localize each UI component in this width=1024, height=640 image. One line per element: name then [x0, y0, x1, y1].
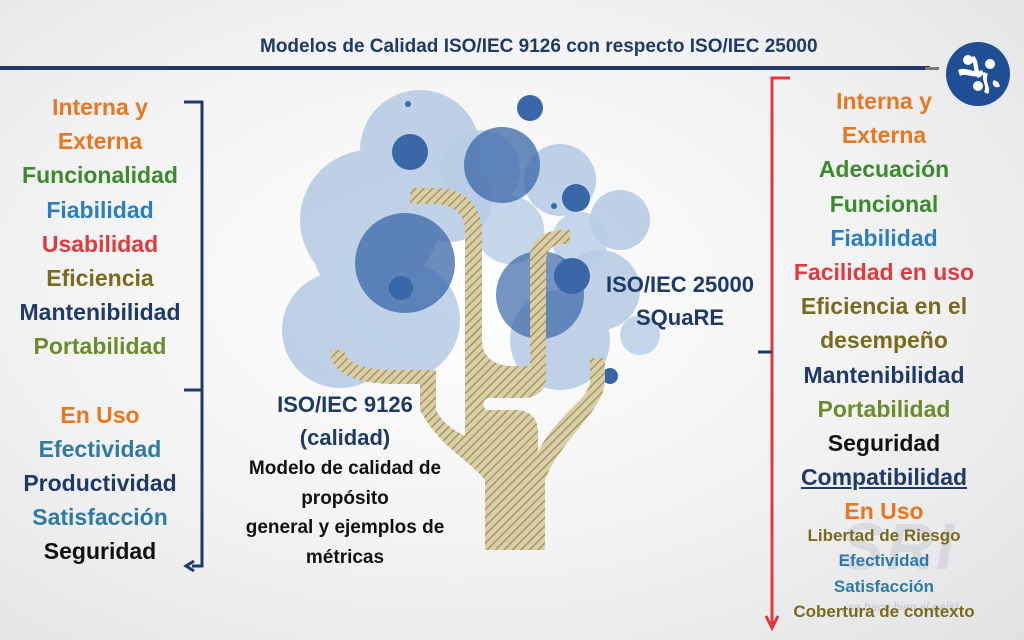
right-item-seguridad: Seguridad [827, 430, 941, 457]
iso9126-desc-2: propósito [301, 487, 389, 509]
iso9126-desc-3: general y ejemplos de [245, 517, 445, 538]
left-spacer [0, 364, 200, 398]
right-uso-efectividad: Efectividad [838, 551, 930, 571]
right-bracket [758, 76, 790, 632]
right-item-eficiencia-1: Eficiencia en el [800, 293, 968, 320]
right-item-facilidad-uso: Facilidad en uso [793, 259, 975, 286]
left-item-mantenibilidad: Mantenibilidad [19, 299, 181, 326]
left-item-portabilidad: Portabilidad [33, 333, 167, 360]
right-uso-heading: En Uso [844, 498, 924, 525]
right-heading-line2: Externa [841, 122, 927, 149]
right-uso-satisfaccion: Satisfacción [833, 576, 935, 596]
iso25000-characteristics: Interna y Externa Adecuación Funcional F… [780, 84, 988, 625]
left-item-funcionalidad: Funcionalidad [22, 162, 178, 189]
right-item-funcional: Funcional [829, 190, 939, 217]
right-item-mantenibilidad: Mantenibilidad [803, 361, 965, 388]
left-bracket [183, 100, 204, 573]
right-item-eficiencia-2: desempeño [820, 327, 948, 354]
iso9126-label: ISO/IEC 9126 (calidad) Modelo de calidad… [220, 388, 470, 572]
tree-illustration [282, 90, 660, 550]
right-heading-line1: Interna y [836, 88, 932, 114]
iso9126-characteristics: Interna y Externa Funcionalidad Fiabilid… [0, 90, 200, 569]
left-uso-seguridad: Seguridad [43, 538, 157, 565]
title-divider [0, 66, 930, 70]
sri-logo-icon [946, 42, 1010, 106]
iso25000-title: ISO/IEC 25000 [606, 272, 754, 297]
right-uso-libertad-riesgo: Libertad de Riesgo [807, 525, 961, 545]
right-uso-cobertura-contexto: Cobertura de contexto [793, 602, 975, 622]
left-heading-line2: Externa [57, 128, 143, 155]
left-uso-heading: En Uso [60, 401, 140, 428]
right-item-fiabilidad: Fiabilidad [830, 224, 938, 251]
right-item-adecuacion: Adecuación [818, 156, 950, 183]
iso9126-desc-4: métricas [305, 546, 385, 568]
right-item-portabilidad: Portabilidad [817, 395, 951, 422]
left-uso-productividad: Productividad [23, 470, 177, 497]
iso9126-subtitle: (calidad) [299, 425, 391, 450]
left-uso-efectividad: Efectividad [38, 435, 162, 462]
slide-title: Modelos de Calidad ISO/IEC 9126 con resp… [260, 36, 818, 57]
left-uso-satisfaccion: Satisfacción [32, 504, 168, 531]
sri-watermark: SRI [840, 509, 957, 583]
title-divider-accent [925, 67, 939, 70]
left-item-fiabilidad: Fiabilidad [46, 196, 154, 223]
left-item-usabilidad: Usabilidad [41, 230, 159, 257]
sri-watermark-tagline: ...se hace bien al país! [838, 600, 959, 614]
right-item-compatibilidad[interactable]: Compatibilidad [800, 464, 968, 491]
iso25000-label: ISO/IEC 25000 SQuaRE [590, 268, 770, 334]
iso9126-desc-1: Modelo de calidad de [248, 458, 442, 479]
iso25000-subtitle: SQuaRE [635, 305, 725, 330]
left-item-eficiencia: Eficiencia [46, 265, 154, 292]
iso9126-title: ISO/IEC 9126 [277, 392, 413, 417]
left-heading-line1: Interna y [52, 94, 148, 120]
